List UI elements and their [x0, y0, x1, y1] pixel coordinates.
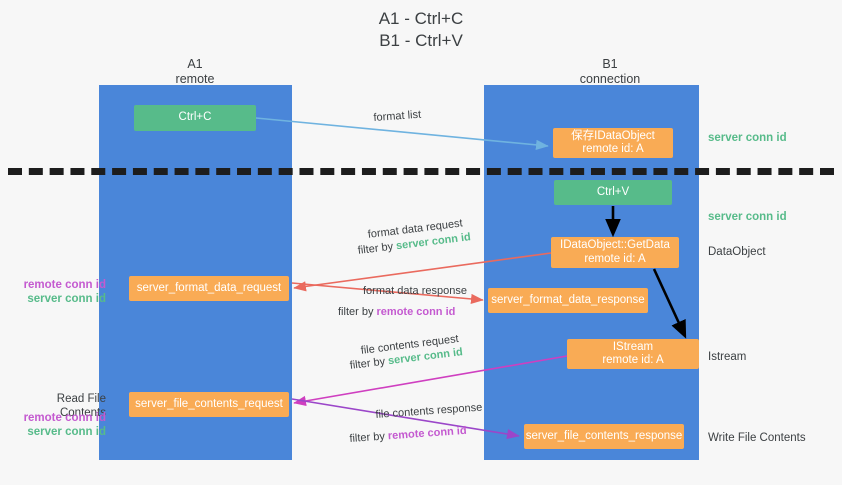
node-server-format-data-response[interactable]: server_format_data_response: [488, 288, 648, 313]
edge-label-format-data-response: format data response: [363, 284, 467, 298]
node-server-file-contents-request[interactable]: server_file_contents_request: [129, 392, 289, 417]
node-server-file-contents-request-label: server_file_contents_request: [135, 397, 283, 410]
node-idataobject-getdata[interactable]: IDataObject::GetData remote id: A: [551, 237, 679, 268]
title-line-1: A1 - Ctrl+C: [378, 9, 464, 28]
edge-label-file-contents-response: file contents response: [375, 401, 483, 422]
lane-header-b1: B1 connection: [550, 57, 670, 87]
filter-value-remote-conn-id: remote conn id: [376, 306, 456, 318]
node-server-format-data-response-label: server_format_data_response: [491, 293, 645, 306]
node-store-idataobject[interactable]: 保存IDataObject remote id: A: [553, 128, 673, 158]
annotation-remote-conn-id-1: remote conn id: [23, 279, 106, 291]
annotation-left-conn-ids-bottom: remote conn id server conn id: [10, 411, 106, 439]
lane-header-b1-name: B1: [602, 57, 618, 71]
lane-header-a1-sub: remote: [175, 72, 215, 86]
edge-label-file-contents-response-filter: filter by remote conn id: [349, 424, 467, 446]
edge-label-format-list-text: format list: [373, 108, 422, 124]
node-server-format-data-request-label: server_format_data_request: [136, 281, 282, 294]
node-istream-sub: remote id: A: [602, 354, 664, 366]
annotation-server-conn-id-2: server conn id: [27, 426, 106, 438]
node-ctrl-v[interactable]: Ctrl+V: [554, 180, 672, 205]
lane-header-a1-name: A1: [187, 57, 203, 71]
node-idataobject-getdata-label: IDataObject::GetData: [560, 239, 670, 251]
node-istream-label: IStream: [612, 340, 654, 353]
annotation-server-conn-id-1: server conn id: [27, 293, 106, 305]
annotation-write-file-contents: Write File Contents: [708, 432, 806, 444]
node-server-format-data-request[interactable]: server_format_data_request: [129, 276, 289, 301]
phase-divider: [8, 168, 834, 175]
annotation-remote-conn-id-2: remote conn id: [23, 412, 106, 424]
annotation-dataobject: DataObject: [708, 246, 766, 258]
node-idataobject-getdata-sub: remote id: A: [584, 252, 646, 265]
annotation-server-conn-id-mid: server conn id: [708, 211, 787, 223]
edge-label-format-data-response-filter: filter by remote conn id: [338, 305, 455, 319]
lane-header-a1: A1 remote: [135, 57, 255, 87]
edge-label-format-data-response-text: format data response: [363, 285, 467, 297]
node-store-idataobject-sub: remote id: A: [582, 143, 644, 155]
annotation-read-file-contents: Read File Contents: [56, 393, 106, 419]
node-store-idataobject-label: 保存IDataObject: [571, 129, 655, 142]
node-istream[interactable]: IStream remote id: A: [567, 339, 699, 369]
filter-value-remote-conn-id: remote conn id: [387, 424, 467, 443]
node-ctrl-c-label: Ctrl+C: [178, 111, 212, 124]
filter-prefix: filter by: [357, 240, 397, 257]
node-server-file-contents-response[interactable]: server_file_contents_response: [524, 424, 684, 449]
filter-prefix: filter by: [349, 355, 389, 372]
filter-prefix: filter by: [338, 306, 377, 318]
filter-prefix: filter by: [349, 430, 389, 445]
annotation-left-conn-ids-top: remote conn id server conn id: [10, 278, 106, 306]
node-ctrl-v-label: Ctrl+V: [596, 185, 630, 198]
edge-label-file-contents-response-text: file contents response: [375, 401, 483, 421]
title-line-2: B1 - Ctrl+V: [379, 31, 463, 50]
edge-label-format-list: format list: [373, 108, 422, 125]
lane-header-b1-sub: connection: [579, 72, 641, 86]
node-ctrl-c[interactable]: Ctrl+C: [134, 105, 256, 131]
annotation-server-conn-id-top: server conn id: [708, 132, 787, 144]
page-title: A1 - Ctrl+C B1 - Ctrl+V: [0, 8, 842, 52]
node-server-file-contents-response-label: server_file_contents_response: [525, 429, 683, 442]
annotation-istream: Istream: [708, 351, 747, 363]
